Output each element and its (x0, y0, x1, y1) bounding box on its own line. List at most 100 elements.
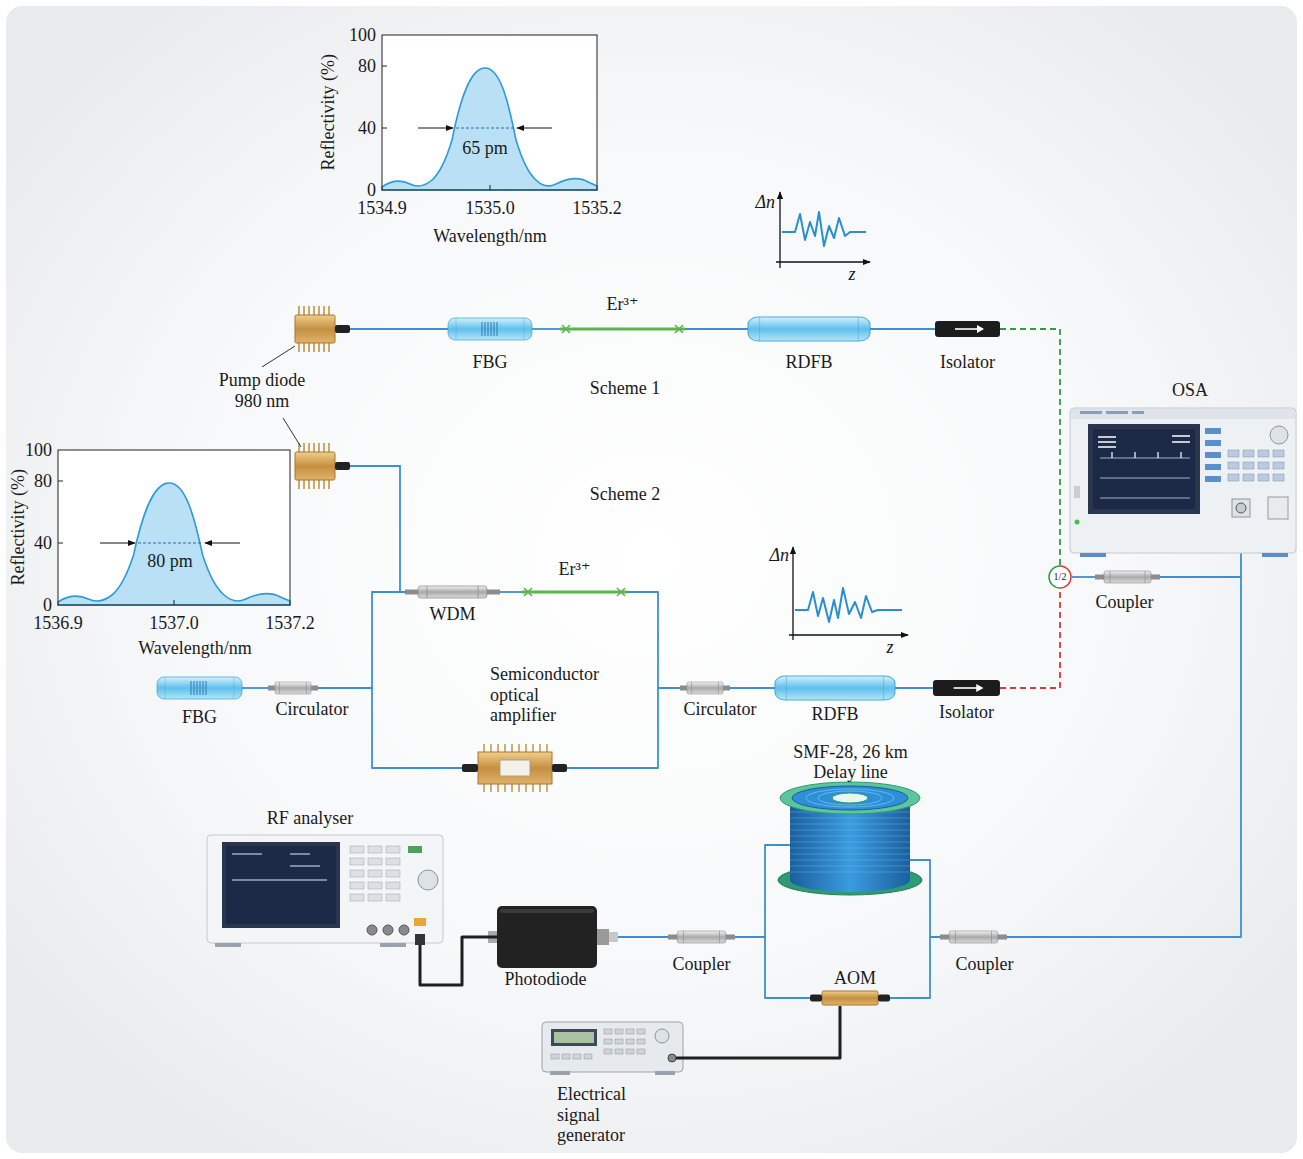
rf-analyser-instrument (380, 943, 406, 947)
rf-analyser-instrument (350, 846, 400, 901)
component-label: FBG (182, 707, 217, 728)
pump-diode: Pump diode 980 nm (292, 305, 350, 353)
tick-label: 0 (43, 595, 52, 616)
index-profile-plot (782, 212, 866, 246)
osa: OSA (1068, 405, 1298, 555)
background (6, 6, 1297, 1153)
tick-label: 80 (34, 471, 52, 492)
optical-fiber (532, 328, 560, 330)
component-label: 1/2 (1054, 571, 1067, 583)
erbium-fiber-symbol (560, 328, 685, 331)
signal-generator-instrument (542, 1022, 683, 1072)
fiber-spool (792, 786, 908, 810)
component-label: Semiconductor optical amplifier (490, 664, 604, 726)
osa-instrument (1273, 450, 1284, 457)
pump-diode-symbol (295, 306, 350, 352)
reflectivity-chart (517, 127, 552, 128)
signal-generator-instrument (655, 1029, 669, 1043)
osa-instrument (1228, 474, 1239, 481)
optical-fiber (1072, 576, 1095, 578)
switch-symbol (1049, 566, 1071, 588)
aom: AOM (810, 990, 890, 1006)
fiber-spool (832, 793, 868, 803)
soa-symbol (462, 744, 567, 792)
soa-symbol (462, 764, 478, 772)
reflectivity-chart (100, 542, 135, 543)
bandwidth-annotation: 80 pm (147, 551, 193, 572)
tick-label: 1535.0 (465, 198, 515, 219)
signal-generator-instrument (668, 1054, 676, 1062)
osa-instrument (1273, 462, 1284, 469)
component-label: RF analyser (267, 808, 353, 829)
component-label: Er³⁺ (559, 559, 591, 580)
signal-generator: Electrical signal generator (540, 1020, 685, 1076)
signal-generator-instrument (626, 1049, 634, 1054)
semiconductor-optical-amplifier: Semiconductor optical amplifier (462, 751, 567, 785)
osa-instrument (1205, 452, 1221, 458)
index-profile-plot (776, 192, 870, 268)
soa-symbol (552, 764, 567, 772)
isolator-symbol (935, 321, 1000, 337)
reflectivity-chart (58, 450, 290, 605)
component-label: AOM (834, 968, 876, 989)
electrical-cable (685, 1006, 840, 1058)
scheme-label: Scheme 2 (590, 484, 660, 505)
tick-label: 80 (358, 56, 376, 77)
osa-instrument (1228, 450, 1284, 481)
coupler-symbol (268, 682, 318, 694)
optical-fiber (870, 328, 935, 330)
fiber-spool (780, 782, 920, 814)
signal-generator-instrument (573, 1054, 581, 1059)
fiber-bragg-grating: FBG (157, 677, 242, 699)
optical-fiber (350, 328, 448, 330)
rf-analyser-instrument (386, 894, 400, 901)
osa-instrument (1205, 464, 1221, 470)
rf-analyser-instrument (215, 943, 241, 947)
osa-instrument (1268, 497, 1288, 519)
component-label: Isolator (939, 702, 994, 723)
circulator: Circulator (680, 681, 730, 695)
rf-analyser-instrument (383, 925, 393, 935)
osa-instrument (1080, 553, 1106, 557)
index-profile-plot (779, 192, 780, 268)
aom-symbol (810, 995, 822, 1002)
axis-symbol: z (886, 637, 893, 658)
signal-generator-instrument (554, 1032, 594, 1043)
erbium-fiber-symbol (562, 325, 683, 333)
rf-analyser-instrument (368, 870, 382, 877)
index-profile-plot (789, 547, 908, 640)
optical-fiber (318, 592, 405, 688)
signal-generator-instrument (615, 1029, 623, 1034)
signal-generator-instrument (637, 1049, 645, 1054)
erbium-fiber-symbol (524, 588, 625, 596)
coupler: Coupler (1095, 570, 1160, 584)
optical-fiber (923, 860, 940, 937)
component-label: Coupler (956, 954, 1014, 975)
osa-instrument (1070, 408, 1296, 557)
coupler-symbol (940, 931, 1007, 943)
tick-label: 0 (367, 180, 376, 201)
signal-generator-instrument (550, 1071, 570, 1075)
optical-switch: 1/2 (1048, 565, 1072, 589)
component-label: Pump diode 980 nm (212, 370, 312, 411)
erbium-fiber-symbol (522, 325, 685, 596)
rf-analyser-instrument (368, 846, 382, 853)
rf-analyser-instrument (350, 858, 364, 865)
reflectivity-chart (418, 127, 453, 128)
osa-instrument (1093, 429, 1195, 509)
photodiode-symbol (500, 909, 594, 913)
osa-instrument (1228, 462, 1239, 469)
optical-fiber (500, 591, 522, 593)
erbium-fiber: Er³⁺ (522, 582, 627, 602)
rf-analyser-instrument (386, 858, 400, 865)
axis-symbol: z (848, 264, 855, 285)
signal-generator-instrument (626, 1039, 634, 1044)
optical-fiber (1000, 589, 1060, 688)
fiber-wire (350, 466, 405, 592)
component-label: Circulator (276, 699, 349, 720)
osa-instrument (1243, 462, 1254, 469)
fiber-spool (778, 782, 922, 895)
coupler-symbol (405, 586, 500, 598)
